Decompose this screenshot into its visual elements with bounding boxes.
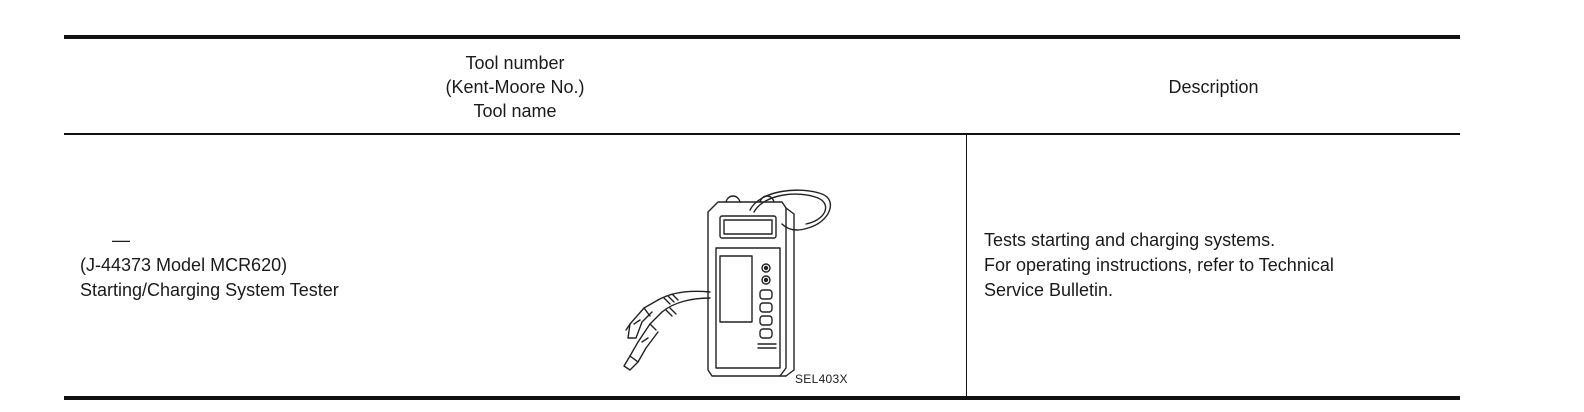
tool-column-header: Tool number (Kent-Moore No.) Tool name	[64, 44, 966, 130]
description-column-header: Description	[967, 44, 1460, 130]
header-kent-moore: (Kent-Moore No.)	[445, 77, 585, 97]
figure-code: SEL403X	[795, 372, 848, 386]
description-cell: Tests starting and charging systems. For…	[984, 228, 1454, 303]
table-top-rule	[64, 35, 1460, 39]
column-divider	[966, 135, 967, 396]
description-line-2: For operating instructions, refer to Tec…	[984, 255, 1334, 275]
tool-name: Starting/Charging System Tester	[80, 280, 339, 300]
header-tool-name: Tool name	[473, 101, 557, 121]
header-divider-rule	[64, 133, 1460, 135]
description-line-1: Tests starting and charging systems.	[984, 230, 1276, 250]
tester-illustration	[623, 189, 832, 377]
header-tool-number: Tool number	[465, 53, 565, 73]
tool-identification-cell: — (J-44373 Model MCR620) Starting/Chargi…	[80, 228, 500, 303]
table-bottom-rule	[64, 396, 1460, 400]
tool-number: —	[112, 230, 130, 250]
description-line-3: Service Bulletin.	[984, 280, 1114, 300]
kent-moore-number: (J-44373 Model MCR620)	[80, 255, 288, 275]
header-description: Description	[1168, 76, 1259, 97]
